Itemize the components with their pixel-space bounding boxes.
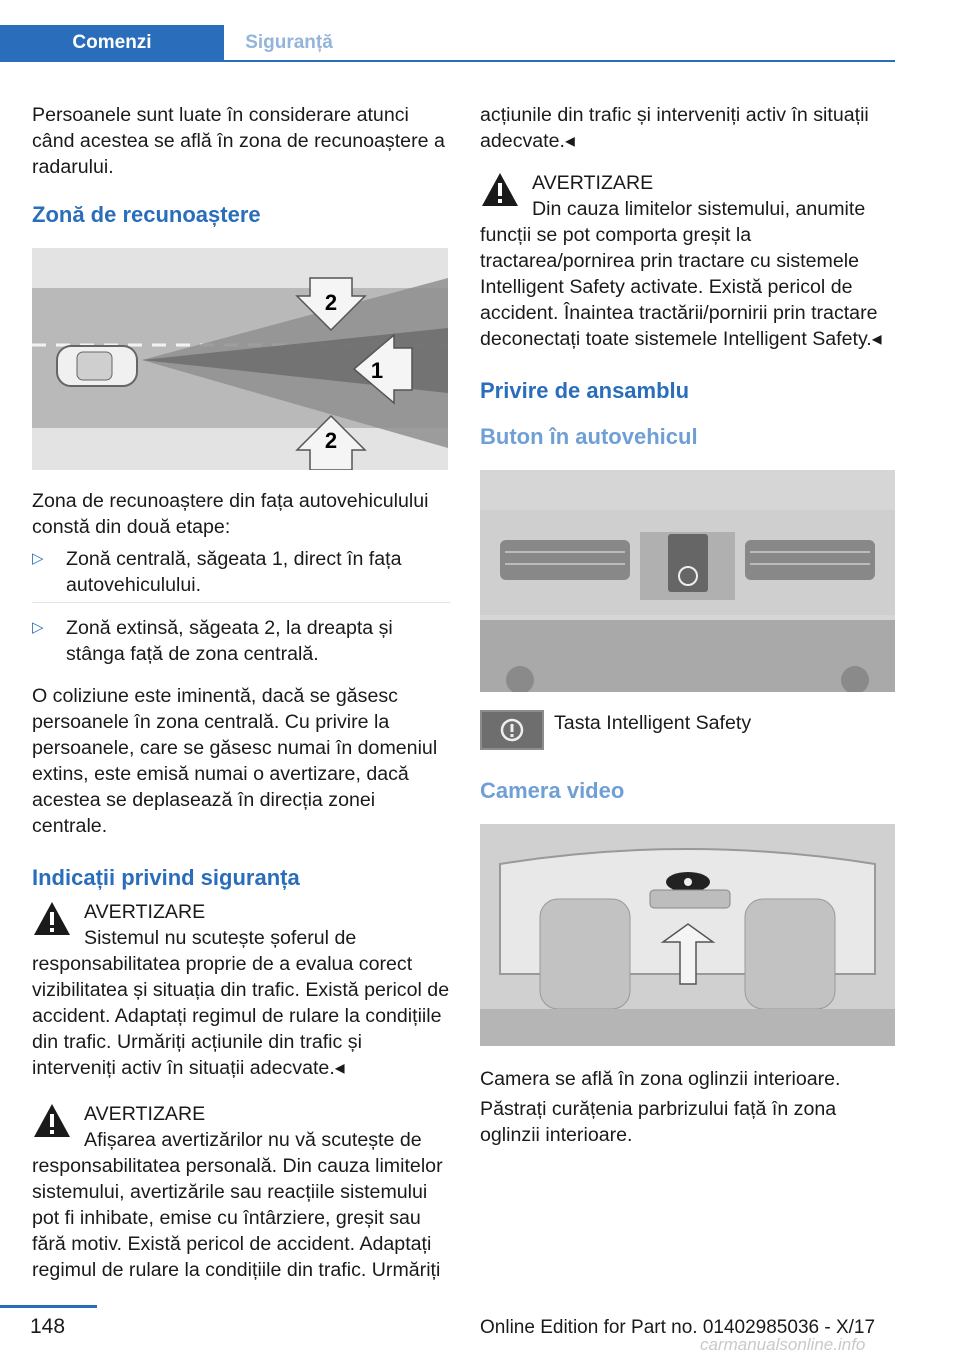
page-number-bar (0, 1305, 97, 1308)
footer: 148 Online Edition for Part no. 01402985… (0, 1305, 960, 1362)
tab-siguranta[interactable]: Siguranță (245, 32, 333, 53)
page-number: 148 (30, 1315, 66, 1338)
tab-comenzi[interactable]: Comenzi (0, 25, 224, 60)
warning-triangle-icon (34, 902, 70, 935)
warning-title: AVERTIZARE (84, 1103, 206, 1125)
intelligent-safety-button-icon (480, 710, 544, 750)
camera-text-2: Păstrați curățenia parbrizului față în z… (480, 1098, 837, 1146)
warning-text: Sistemul nu scutește șoferul de responsa… (32, 927, 450, 1079)
intro-text: Persoanele sunt luate în considerare atu… (32, 104, 445, 178)
warning-text: Afișarea avertizărilor nu vă scutește de… (32, 1129, 443, 1281)
header-tabs: Comenzi Siguranță (0, 25, 895, 62)
figure-button-dashboard (480, 470, 895, 694)
warning-triangle-icon (482, 173, 518, 206)
camera-text-1: Camera se află în zona oglinzii interioa… (480, 1068, 841, 1090)
continued-text: acțiunile din trafic și interveniți acti… (480, 104, 869, 152)
recognition-zone-diagram: 2 1 2 (32, 248, 448, 471)
list-item: ▷Zonă extinsă, săgeata 2, la dreapta și … (32, 617, 393, 665)
heading-recognition-zone: Zonă de recunoaștere (32, 202, 261, 227)
button-caption: Tasta Intelligent Safety (554, 712, 752, 734)
arrow-label-2-bottom: 2 (325, 428, 337, 453)
edition-text: Online Edition for Part no. 01402985036 … (480, 1317, 876, 1338)
button-caption-row: Tasta Intelligent Safety (480, 710, 898, 750)
warning-2: AVERTIZARE Afișarea avertizărilor nu vă … (32, 1101, 450, 1283)
arrow-label-2-top: 2 (325, 290, 337, 315)
triangle-bullet-icon: ▷ (32, 550, 44, 567)
watermark-site: carmanualsonline.info (700, 1335, 866, 1354)
heading-camera: Camera video (480, 778, 625, 803)
warning-text: Din cauza limitelor sistemului, anumite … (480, 198, 882, 350)
header-line (0, 60, 895, 62)
arrow-label-1: 1 (371, 358, 383, 383)
triangle-bullet-icon: ▷ (32, 619, 44, 636)
left-column: Persoanele sunt luate în considerare atu… (32, 102, 450, 1303)
figure-recognition-zone: 2 1 2 (32, 248, 448, 471)
heading-safety: Indicații privind siguranța (32, 865, 300, 890)
warning-title: AVERTIZARE (84, 901, 206, 923)
zone-list: ▷Zonă centrală, săgeata 1, direct în faț… (32, 546, 450, 671)
heading-overview: Privire de ansamblu (480, 378, 690, 403)
figure-camera (480, 824, 895, 1046)
warning-3: AVERTIZARE Din cauza limitelor sistemulu… (480, 170, 898, 352)
dashboard-photo (480, 470, 895, 694)
collision-text: O coliziune este iminentă, dacă se găses… (32, 685, 438, 837)
right-column: acțiunile din trafic și interveniți acti… (480, 102, 898, 1164)
list-item: ▷Zonă centrală, săgeata 1, direct în faț… (32, 546, 450, 603)
camera-photo (480, 824, 895, 1046)
warning-triangle-icon (34, 1104, 70, 1137)
warning-1: AVERTIZARE Sistemul nu scutește șoferul … (32, 899, 450, 1081)
warning-title: AVERTIZARE (532, 172, 654, 194)
zone-text: Zona de recunoaștere din fața autovehicu… (32, 490, 429, 538)
heading-button: Buton în autovehicul (480, 424, 698, 449)
